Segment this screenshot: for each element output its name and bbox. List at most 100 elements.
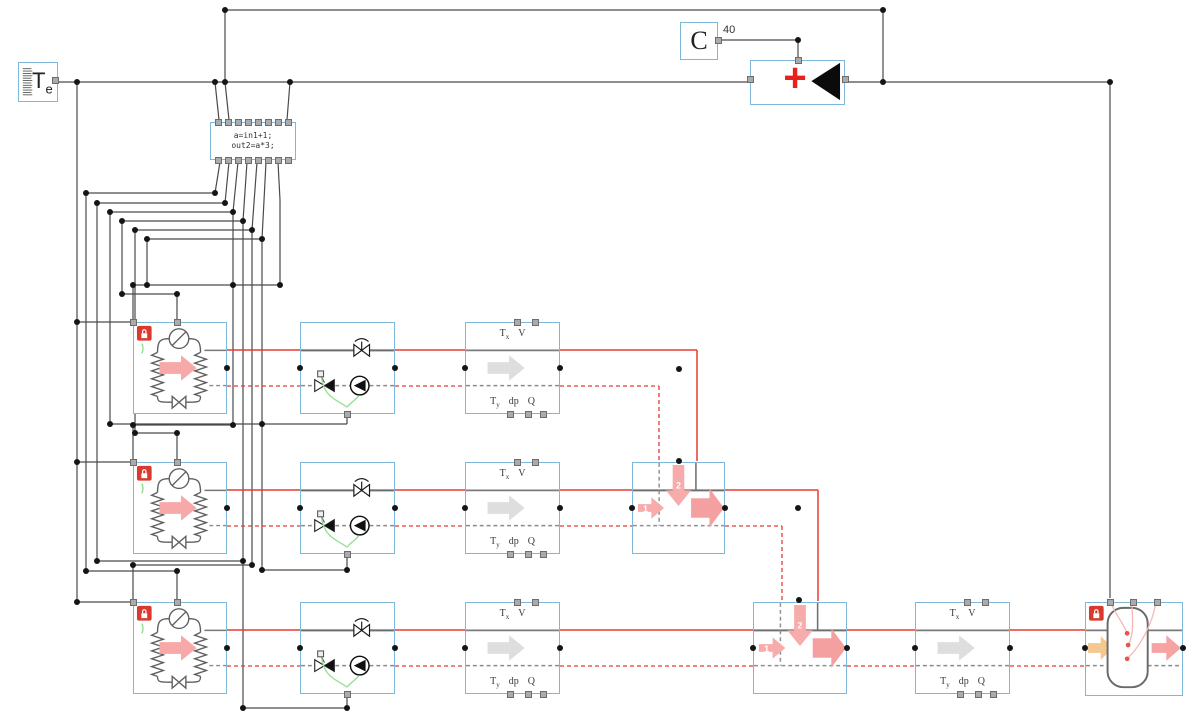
connector-pin[interactable] bbox=[174, 319, 181, 326]
valve-icon bbox=[353, 478, 371, 498]
connector-pin[interactable] bbox=[344, 691, 351, 698]
constant-value-label: 40 bbox=[723, 24, 736, 36]
connector-pin[interactable] bbox=[265, 157, 272, 164]
coil-icon bbox=[149, 631, 166, 678]
connector-pin[interactable] bbox=[982, 599, 989, 606]
connector-pin[interactable] bbox=[285, 157, 292, 164]
connector-pin[interactable] bbox=[525, 691, 532, 698]
connector-pin[interactable] bbox=[130, 319, 137, 326]
connector-pin[interactable] bbox=[540, 551, 547, 558]
control-line-green bbox=[320, 657, 360, 688]
connector-pin[interactable] bbox=[1107, 599, 1114, 606]
connector-pin[interactable] bbox=[715, 37, 722, 44]
connector-pin[interactable] bbox=[245, 157, 252, 164]
pump-icon bbox=[349, 515, 370, 536]
tank-sensor-dot bbox=[1124, 656, 1130, 662]
connector-pin[interactable] bbox=[1154, 599, 1161, 606]
lock-icon bbox=[136, 325, 152, 341]
connector-pin[interactable] bbox=[344, 411, 351, 418]
heat-pump-block-3[interactable] bbox=[130, 599, 227, 694]
connector-pin[interactable] bbox=[964, 599, 971, 606]
pump-icon bbox=[349, 655, 370, 676]
connector-pin[interactable] bbox=[842, 76, 849, 83]
connector-pin[interactable] bbox=[1130, 599, 1137, 606]
expansion-valve-icon bbox=[171, 534, 187, 550]
equation-text: a=in1+1; out2=a*3; bbox=[231, 131, 275, 150]
connector-pin[interactable] bbox=[130, 459, 137, 466]
connector-pin[interactable] bbox=[275, 119, 282, 126]
connector-pin[interactable] bbox=[532, 319, 539, 326]
flow-arrow-icon bbox=[487, 495, 525, 521]
inlet1-label: 1 bbox=[764, 644, 769, 654]
lock-icon bbox=[1088, 605, 1104, 621]
mixer-block-1[interactable]: 2 1 bbox=[632, 462, 725, 554]
connector-pin[interactable] bbox=[215, 157, 222, 164]
connector-pin[interactable] bbox=[344, 551, 351, 558]
connector-pin[interactable] bbox=[225, 119, 232, 126]
tank-sensor-dot bbox=[1124, 630, 1130, 636]
mixer-block-2[interactable]: 2 1 bbox=[753, 602, 847, 694]
tank-sensor-leads bbox=[1110, 603, 1157, 660]
inlet2-arrow-icon bbox=[787, 604, 813, 647]
connector-pin[interactable] bbox=[507, 691, 514, 698]
heat-pump-block-1[interactable] bbox=[130, 319, 227, 414]
outlet-arrow-icon bbox=[812, 628, 846, 668]
heat-pump-block-2[interactable] bbox=[130, 459, 227, 554]
connector-pin[interactable] bbox=[957, 691, 964, 698]
valve-pump-block-3[interactable] bbox=[300, 602, 395, 698]
refrigerant-circuit-icon bbox=[149, 328, 209, 410]
connector-pin[interactable] bbox=[532, 459, 539, 466]
connector-pin[interactable] bbox=[514, 319, 521, 326]
equation-block[interactable]: a=in1+1; out2=a*3; bbox=[210, 119, 296, 164]
outdoor-temperature-block[interactable]: Te bbox=[18, 62, 59, 102]
flow-arrow-icon bbox=[159, 495, 197, 521]
connector-pin[interactable] bbox=[514, 459, 521, 466]
connector-pin[interactable] bbox=[245, 119, 252, 126]
tank-vessel-icon bbox=[1106, 606, 1149, 689]
connector-pin[interactable] bbox=[975, 691, 982, 698]
connector-pin[interactable] bbox=[747, 76, 754, 83]
connector-pin[interactable] bbox=[532, 599, 539, 606]
inlet1-label: 1 bbox=[643, 504, 648, 514]
connector-pin[interactable] bbox=[130, 599, 137, 606]
pump-icon bbox=[349, 375, 370, 396]
storage-tank-block[interactable] bbox=[1085, 599, 1183, 696]
connector-pin[interactable] bbox=[225, 157, 232, 164]
valve-pump-block-2[interactable] bbox=[300, 462, 395, 558]
connector-pin[interactable] bbox=[255, 119, 262, 126]
valve-pump-block-1[interactable] bbox=[300, 322, 395, 418]
connector-pin[interactable] bbox=[174, 599, 181, 606]
connector-pin[interactable] bbox=[265, 119, 272, 126]
connector-pin[interactable] bbox=[540, 411, 547, 418]
outlet-arrow-icon bbox=[691, 488, 724, 528]
expansion-valve-icon bbox=[171, 394, 187, 410]
connector-pin[interactable] bbox=[795, 57, 802, 64]
lock-icon bbox=[136, 465, 152, 481]
connector-pin[interactable] bbox=[235, 157, 242, 164]
adder-block[interactable]: + bbox=[747, 56, 849, 105]
connector-pin[interactable] bbox=[990, 691, 997, 698]
constant-block[interactable]: C bbox=[680, 22, 722, 60]
connector-pin[interactable] bbox=[275, 157, 282, 164]
connector-pin[interactable] bbox=[514, 599, 521, 606]
connector-pin[interactable] bbox=[507, 411, 514, 418]
connector-pin[interactable] bbox=[215, 119, 222, 126]
flow-arrow-icon bbox=[159, 635, 197, 661]
connector-pin[interactable] bbox=[52, 77, 59, 84]
connector-pin[interactable] bbox=[235, 119, 242, 126]
connector-pin[interactable] bbox=[285, 119, 292, 126]
connector-pin[interactable] bbox=[255, 157, 262, 164]
connector-pin[interactable] bbox=[174, 459, 181, 466]
connector-pin[interactable] bbox=[507, 551, 514, 558]
connector-pin[interactable] bbox=[525, 411, 532, 418]
connector-pin[interactable] bbox=[525, 551, 532, 558]
connector-pin[interactable] bbox=[540, 691, 547, 698]
